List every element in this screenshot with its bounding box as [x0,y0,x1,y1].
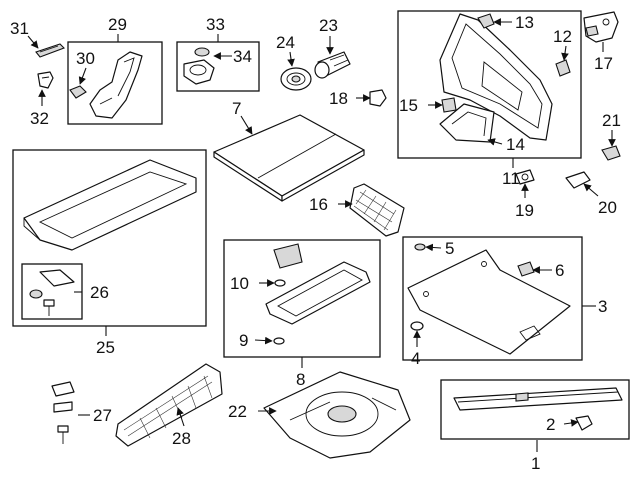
part-6-clip [517,261,535,277]
label-17: 17 [594,54,613,73]
leader-lines [27,18,616,452]
part-32-bracket [37,71,54,89]
label-23: 23 [319,16,338,35]
leader-24 [287,51,295,67]
leader-2 [563,419,579,427]
part-28-side-net-panel [115,363,223,447]
part-11-quarter-trim [439,13,553,141]
label-3: 3 [598,297,607,316]
part-29-side-trim [89,51,143,119]
leader-31 [27,35,39,49]
part-14-storage-bin [439,103,495,143]
part-15-clip [441,97,457,113]
label-32: 32 [30,109,49,128]
part-34-clip [194,47,210,57]
label-5: 5 [445,239,454,258]
part-5-clip [414,243,426,251]
part-16-cargo-net [349,183,405,237]
part-20-bracket [565,171,591,189]
part-25-parcel-shelf [23,159,197,251]
part-22-spare-well [263,371,411,459]
leader-20 [583,183,599,197]
label-28: 28 [172,429,191,448]
label-24: 24 [276,33,295,52]
label-14: 14 [506,135,525,154]
label-25: 25 [96,338,115,357]
label-15: 15 [399,96,418,115]
label-29: 29 [108,15,127,34]
label-22: 22 [228,402,247,421]
label-6: 6 [555,261,564,280]
part-4-clip [410,321,424,331]
label-19: 19 [515,201,534,220]
part-24-power-socket [280,67,312,91]
label-31: 31 [10,19,29,38]
label-7: 7 [232,99,241,118]
group-box-3 [402,236,583,361]
label-10: 10 [230,274,249,293]
leader-28 [176,407,185,427]
part-12-clip [555,59,571,77]
label-4: 4 [411,349,420,368]
part-2-clip [575,415,593,431]
label-21: 21 [602,111,621,130]
group-box-11 [397,10,582,159]
label-18: 18 [329,89,348,108]
label-2: 2 [546,415,555,434]
part-10-clip [274,279,286,287]
label-1: 1 [531,454,540,473]
label-12: 12 [553,27,572,46]
group-box-29 [67,41,163,125]
label-13: 13 [515,13,534,32]
part-17-bracket [583,11,619,43]
label-9: 9 [239,331,248,350]
label-20: 20 [598,198,617,217]
label-33: 33 [206,15,225,34]
label-26: 26 [90,283,109,302]
part-33-housing [183,59,215,85]
part-18-clip [369,89,387,107]
part-26-bracket-kit [29,269,75,316]
part-3-floor-mat [407,249,571,355]
label-16: 16 [309,195,328,214]
part-30-clip [69,85,87,99]
leader-7 [240,115,253,135]
leader-12 [561,45,569,61]
callout-labels: 1 2 3 4 5 6 7 8 9 10 11 12 13 14 15 16 1… [10,13,621,473]
label-30: 30 [76,49,95,68]
part-21-clip [601,145,621,161]
label-11: 11 [502,169,520,188]
part-1-sill-plate [453,387,623,411]
leader-14 [487,138,503,146]
group-box-25 [12,149,207,327]
part-19-clip [515,169,535,185]
part-9-clip [273,337,285,345]
group-box-1 [440,379,630,440]
leader-30 [78,67,87,85]
part-31-trim-strip [35,43,65,58]
part-23-lighter-socket [314,51,351,79]
leader-5 [425,243,442,252]
part-27-hardware-kit [51,381,75,444]
leader-9 [254,336,273,345]
label-27: 27 [93,406,112,425]
label-8: 8 [296,370,305,389]
part-8-floor-cover [265,243,371,325]
label-34: 34 [233,47,252,66]
part-7-cargo-cover [213,114,365,202]
